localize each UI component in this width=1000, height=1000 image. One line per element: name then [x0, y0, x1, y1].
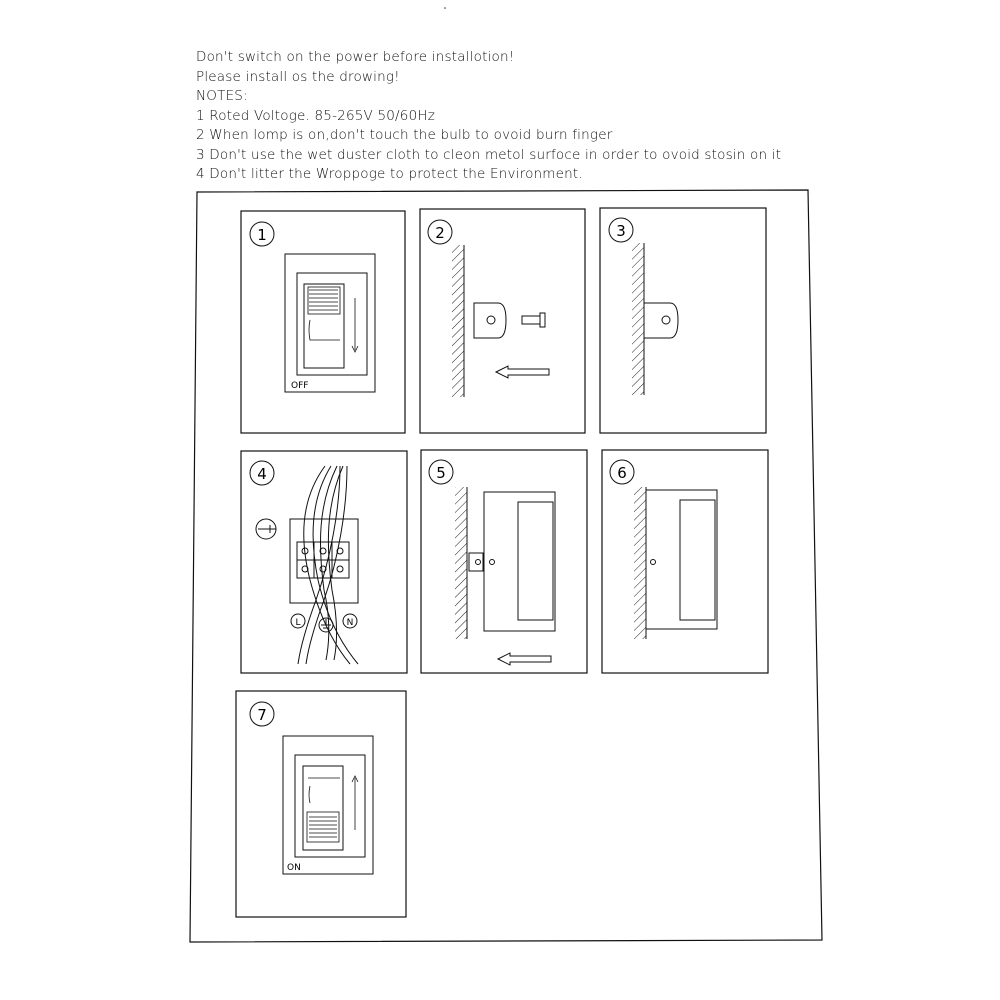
wall-lamp-fixture — [483, 491, 556, 632]
step-number: 1 — [257, 226, 267, 244]
screw-icon — [521, 312, 546, 328]
wall-hatch — [634, 487, 646, 639]
step-number: 3 — [616, 222, 626, 240]
switch-plate — [284, 253, 376, 393]
note-line-cleaning: 3 Don't use the wet duster cloth to cleo… — [196, 146, 782, 163]
note-line-voltage: 1 Roted Voltoge. 85-265V 50/60Hz — [196, 107, 435, 124]
wall-hatch — [632, 243, 644, 395]
note-line-bulb: 2 When lomp is on,don't touch the bulb t… — [196, 127, 613, 143]
switch-rocker — [303, 283, 345, 369]
note-line-drawing: Please install os the drowing! — [196, 68, 400, 85]
step-2-panel: 2 — [419, 208, 586, 434]
mounting-bracket — [473, 302, 507, 339]
left-arrow-icon — [496, 652, 552, 666]
screwdriver-icon — [255, 518, 277, 540]
ground-icon — [318, 617, 334, 633]
step-6-panel: 6 — [601, 449, 769, 674]
step-3-panel: 3 — [599, 207, 767, 434]
wall-hatch — [452, 245, 464, 397]
note-line-power: Don't switch on the power before install… — [196, 49, 515, 65]
step-1-panel: 1 OFF — [240, 210, 406, 434]
terminal-n-label: N — [347, 618, 354, 628]
terminal-block — [289, 518, 359, 604]
step-4-panel: 4 L N — [240, 450, 408, 674]
notes-heading: NOTES: — [196, 88, 248, 104]
step-number: 4 — [257, 465, 267, 483]
terminal-l-label: L — [295, 618, 300, 628]
outer-border — [189, 189, 823, 943]
switch-plate — [282, 735, 374, 875]
switch-on-label: ON — [287, 863, 301, 873]
step-number: 6 — [617, 464, 627, 482]
step-number: 5 — [436, 464, 446, 482]
terminal-n-icon — [342, 613, 358, 629]
wire-bundle — [297, 465, 359, 665]
switch-off-label: OFF — [291, 381, 308, 391]
step-5-panel: 5 — [420, 449, 588, 674]
step-number: 7 — [257, 706, 267, 724]
left-arrow-icon — [494, 365, 550, 379]
mounting-bracket — [643, 302, 679, 339]
switch-rocker — [302, 765, 344, 851]
note-line-wrappage: 4 Don't litter the Wroppoge to protect t… — [196, 166, 583, 182]
step-7-panel: 7 ON — [235, 690, 407, 918]
terminal-l-icon — [290, 613, 306, 629]
wall-lamp-fixture — [645, 489, 718, 630]
stray-dot — [444, 7, 446, 9]
wall-hatch — [455, 487, 467, 639]
step-number: 2 — [435, 224, 445, 242]
installation-notes: Don't switch on the power before install… — [196, 48, 836, 185]
